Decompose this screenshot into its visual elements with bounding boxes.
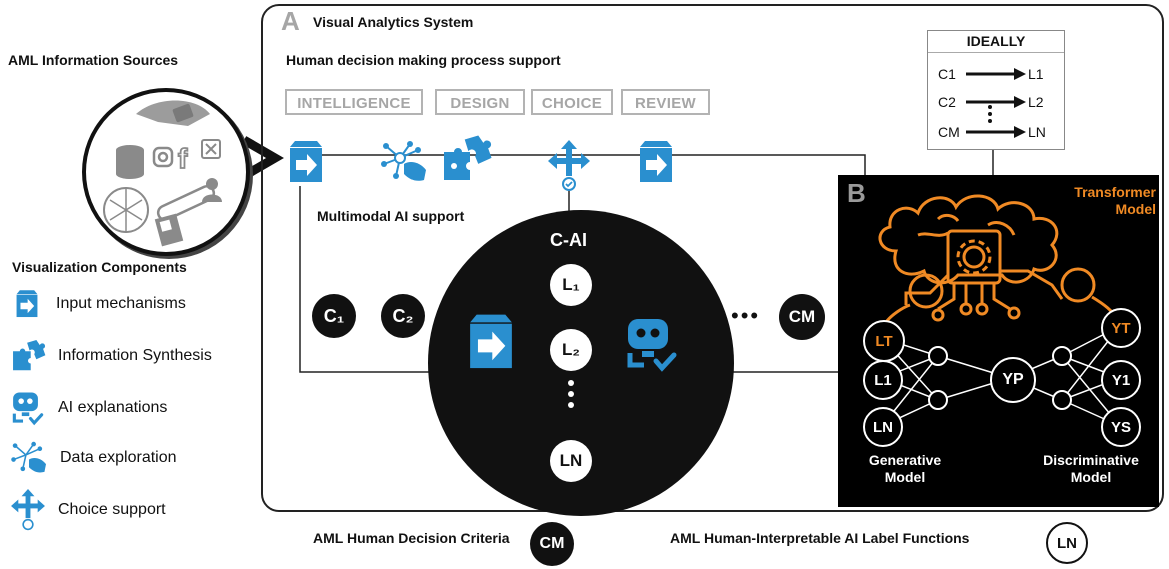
node-ln-label: LN: [873, 418, 893, 436]
panel-a-subtitle: Human decision making process support: [286, 52, 561, 68]
robot-check-icon: [12, 392, 44, 426]
bottom-functions-symbol: LN: [1046, 522, 1088, 564]
discriminative-line2: Model: [1070, 469, 1112, 485]
sources-collage: f: [103, 100, 222, 247]
node-yp-label: YP: [1002, 371, 1024, 388]
phase-review: REVIEW: [621, 89, 710, 115]
hand-network-icon: [381, 141, 426, 181]
criteria-circle-cm: CM: [779, 294, 825, 340]
legend-item-synthesis: Information Synthesis: [10, 340, 212, 372]
directions-arrow-icon: [11, 489, 45, 531]
ideally-l: L2: [1028, 94, 1044, 110]
phase-choice: CHOICE: [531, 89, 613, 115]
arrow-right-icon: [966, 96, 1026, 108]
bottom-criteria-symbol: CM: [530, 522, 574, 566]
vertical-dots: [568, 380, 574, 408]
node-ys: YS: [1101, 407, 1141, 447]
sources-lens: f: [82, 88, 250, 256]
legend-label-explanations: AI explanations: [58, 399, 168, 416]
node-y1: Y1: [1101, 360, 1141, 400]
ideally-dots: [988, 105, 992, 123]
criteria-circle-c1: C₁: [312, 294, 356, 338]
legend-label-choice: Choice support: [58, 501, 166, 518]
bottom-criteria-label: AML Human Decision Criteria: [313, 530, 510, 546]
panel-b-letter: B: [847, 178, 866, 208]
generative-label: Generative Model: [850, 452, 960, 486]
ellipsis: •••: [731, 303, 761, 328]
svg-text:f: f: [178, 143, 188, 174]
c-ai-label: C-AI: [550, 230, 587, 250]
directions-arrow-icon: [548, 140, 590, 191]
label-circle-ln: LN: [550, 440, 592, 482]
ideally-l: L1: [1028, 66, 1044, 82]
node-ln: LN: [863, 407, 903, 447]
discriminative-line1: Discriminative: [1043, 452, 1139, 468]
legend-title: Visualization Components: [12, 259, 187, 275]
ideally-l: LN: [1028, 124, 1046, 140]
puzzle-icon: [444, 135, 492, 180]
ideally-c: C1: [938, 66, 956, 82]
node-yt-label: YT: [1111, 319, 1131, 337]
ideally-box: IDEALLY C1 L1 C2 L2 CM LN: [927, 30, 1065, 150]
legend-item-choice: Choice support: [10, 489, 166, 531]
input-mechanism-icon: [16, 290, 38, 318]
node-l1-label: L1: [874, 371, 892, 389]
legend-item-input: Input mechanisms: [10, 288, 186, 320]
transformer-label-line2: Model: [1115, 201, 1156, 217]
sources-title: AML Information Sources: [8, 52, 179, 68]
input-mechanism-icon: [290, 141, 322, 182]
label-circle-l1: L₁: [550, 264, 592, 306]
legend-label-input: Input mechanisms: [56, 295, 186, 312]
bottom-functions-label: AML Human-Interpretable AI Label Functio…: [670, 530, 970, 546]
phase-intelligence: INTELLIGENCE: [285, 89, 423, 115]
node-yp: YP: [990, 357, 1036, 403]
hand-network-icon: [11, 441, 46, 473]
brain-icon: [878, 194, 1122, 326]
multimodal-label: Multimodal AI support: [317, 208, 465, 224]
panel-a-frame: [261, 4, 1164, 512]
node-lt: LT: [863, 320, 905, 362]
robot-check-icon: [627, 319, 677, 372]
discriminative-label: Discriminative Model: [1026, 452, 1156, 486]
input-mechanism-icon: [470, 314, 512, 369]
ideally-c: CM: [938, 124, 960, 140]
legend-label-synthesis: Information Synthesis: [58, 347, 212, 364]
criteria-circle-c2: C₂: [381, 294, 425, 338]
input-mechanism-icon: [640, 141, 672, 182]
ideally-title: IDEALLY: [966, 33, 1026, 49]
generative-line2: Model: [884, 469, 926, 485]
legend-item-explanations: AI explanations: [10, 392, 168, 426]
generative-line1: Generative: [868, 452, 942, 468]
transformer-label-line1: Transformer: [1074, 184, 1156, 200]
node-y1-label: Y1: [1111, 371, 1131, 389]
node-yt: YT: [1101, 308, 1141, 348]
arrow-right-icon: [966, 68, 1026, 80]
puzzle-icon: [13, 340, 46, 371]
ideally-row: C2 L2: [938, 91, 1044, 113]
node-ys-label: YS: [1110, 418, 1131, 436]
node-lt-label: LT: [875, 332, 893, 350]
legend-label-exploration: Data exploration: [60, 449, 177, 466]
node-l1: L1: [863, 360, 903, 400]
panel-a-letter: A: [281, 6, 300, 36]
ideally-row: CM LN: [938, 121, 1046, 143]
ideally-c: C2: [938, 94, 956, 110]
phase-design: DESIGN: [435, 89, 525, 115]
transformer-label: Transformer Model: [1060, 184, 1156, 218]
arrow-right-icon: [966, 126, 1026, 138]
ideally-row: C1 L1: [938, 63, 1044, 85]
label-circle-l2: L₂: [550, 329, 592, 371]
panel-a-title: Visual Analytics System: [313, 14, 474, 30]
legend-item-exploration: Data exploration: [10, 441, 177, 474]
